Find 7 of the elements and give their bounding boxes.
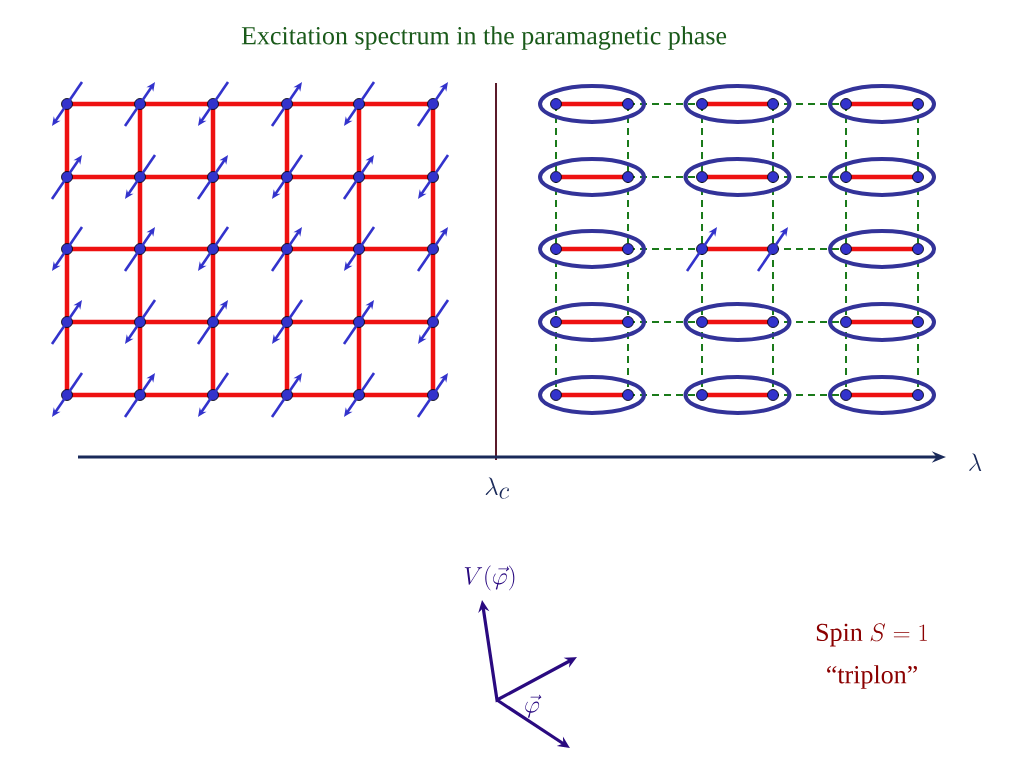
- spin-label: $\mathrm{Spin}\ S=1$: [816, 623, 927, 647]
- potential-label: $V(\vec{\varphi})$: [464, 565, 515, 591]
- axis-label: $\lambda$: [969, 453, 982, 471]
- title: Excitation spectrum in the paramagnetic phase: [241, 26, 727, 50]
- triplon-label: $\text{``triplon''}$: [827, 665, 917, 689]
- vector-label: $\vec{\varphi}$: [525, 694, 542, 718]
- critical-point-label: $\lambda_c$: [485, 477, 509, 499]
